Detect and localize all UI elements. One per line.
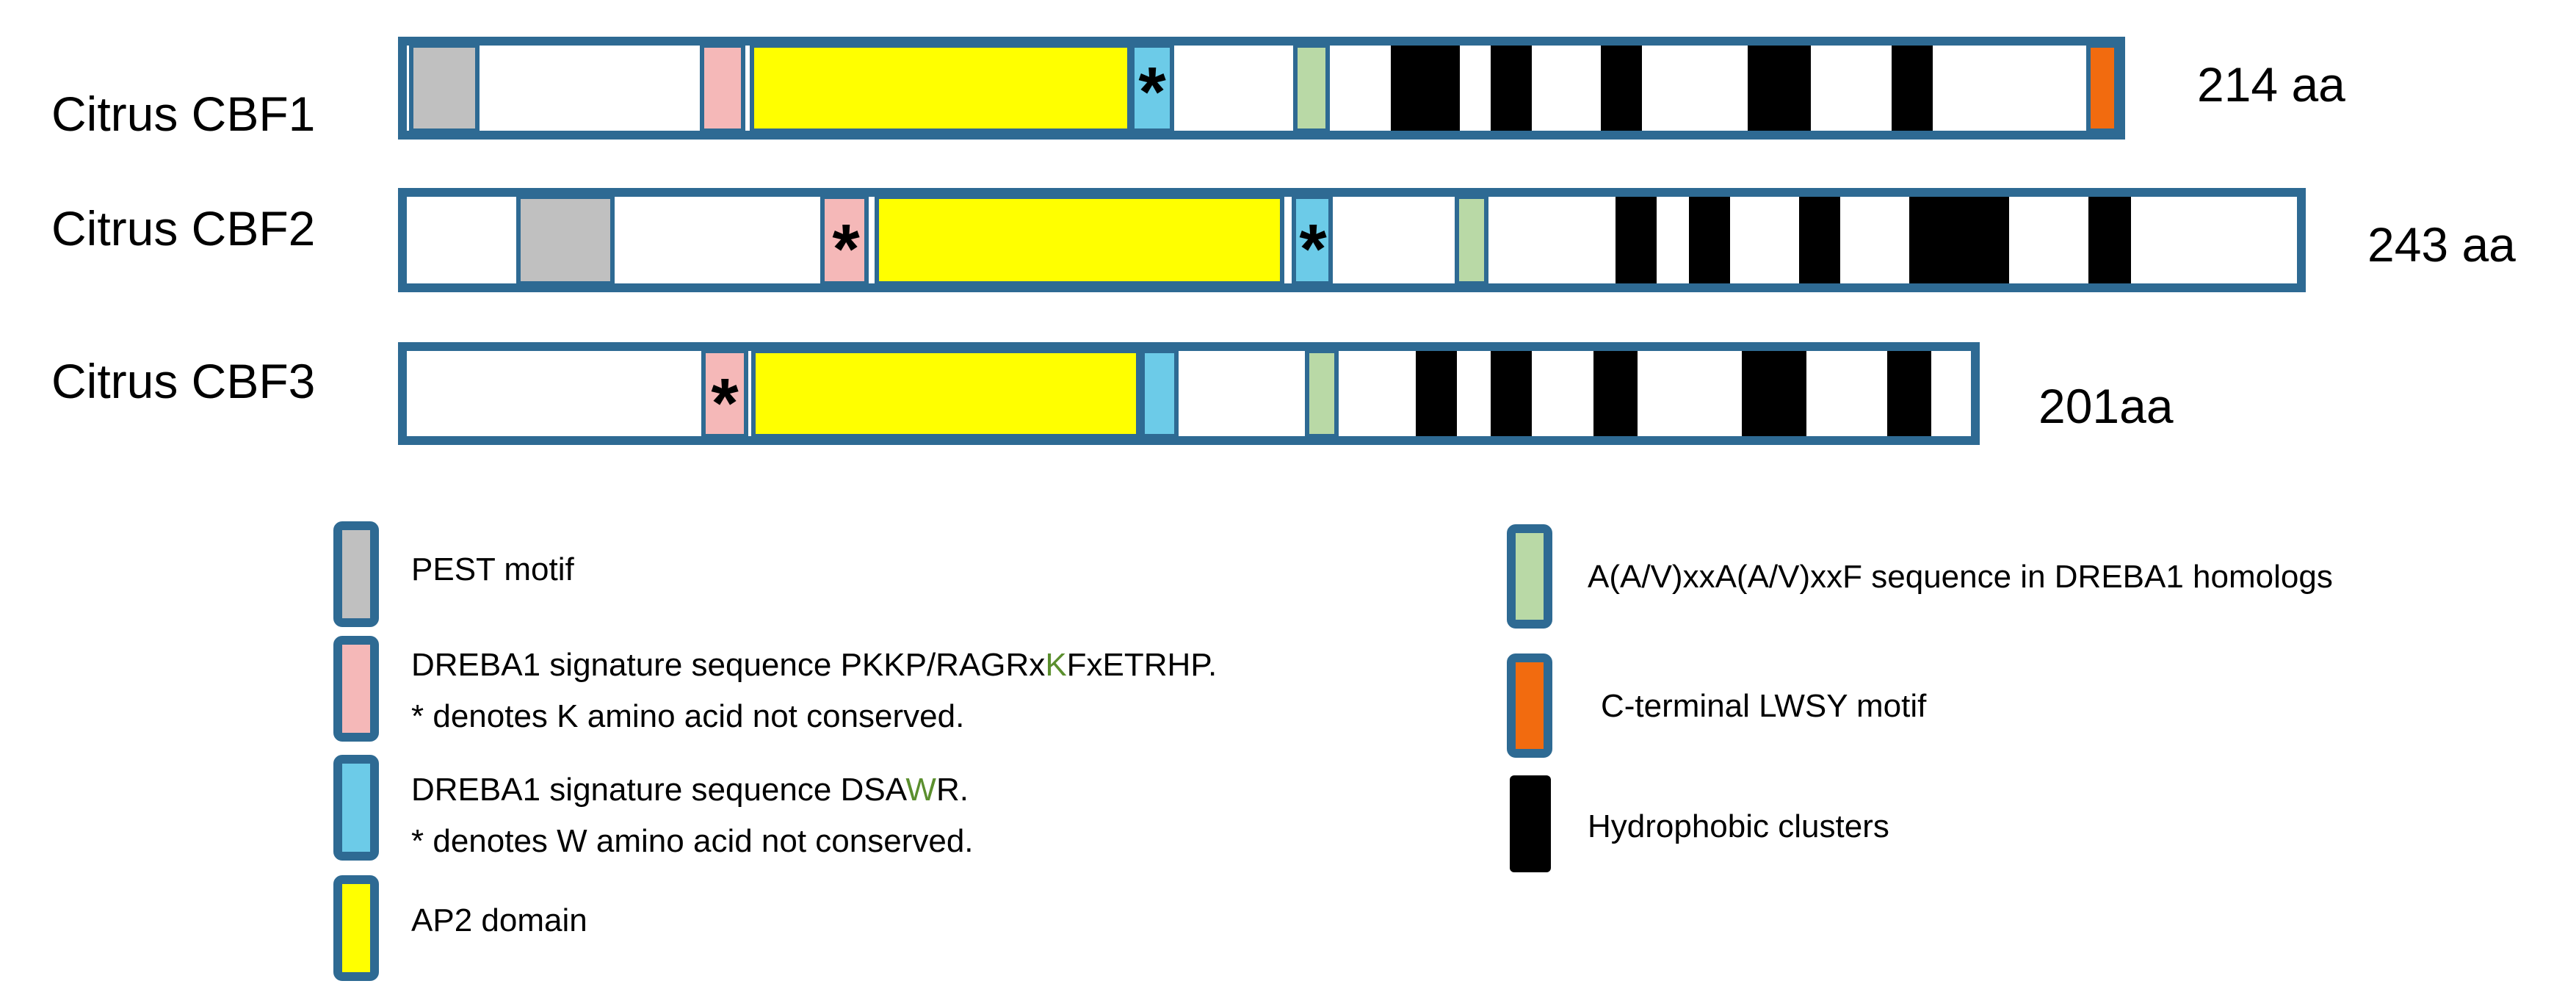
lwsy-swatch	[1507, 653, 1552, 758]
aav-motif-domain	[1455, 195, 1488, 286]
protein-cbf3: Citrus CBF3 * 201aa	[51, 342, 2174, 445]
lwsy-domain	[2086, 43, 2119, 133]
non-conserved-marker: *	[1299, 210, 1327, 289]
hydrophobic-cluster	[1416, 351, 1457, 436]
dreb-dsawr-domain	[1130, 43, 1174, 133]
protein-name: Citrus CBF1	[51, 87, 315, 141]
protein-length: 214 aa	[2197, 57, 2345, 112]
hydrophobic-cluster	[1689, 197, 1730, 283]
hydrophobic-cluster	[1742, 351, 1806, 436]
hydrophobic-cluster	[1799, 197, 1840, 283]
legend-item-dreb-pkkp: DREBA1 signature sequence PKKP/RAGRxKFxE…	[333, 636, 1217, 742]
legend-label: C-terminal LWSY motif	[1601, 688, 1927, 724]
protein-length: 243 aa	[2367, 217, 2516, 272]
non-conserved-marker: *	[1138, 53, 1166, 131]
hydrophobic-cluster	[1616, 197, 1657, 283]
protein-bar	[398, 188, 2306, 292]
ap2-domain	[751, 349, 1140, 438]
legend-label: PEST motif	[411, 551, 574, 587]
legend-item-ap2: AP2 domain	[333, 875, 587, 981]
legend-item-dreb-dsawr: DREBA1 signature sequence DSAWR. * denot…	[333, 755, 974, 861]
ap2-domain	[750, 43, 1132, 133]
legend-label: AP2 domain	[411, 902, 587, 938]
pest-domain	[409, 43, 480, 133]
protein-length: 201aa	[2038, 379, 2174, 433]
ap2-domain	[875, 195, 1284, 286]
legend-label: A(A/V)xxA(A/V)xxF sequence in DREBA1 hom…	[1588, 559, 2333, 595]
hydrophobic-swatch	[1510, 775, 1551, 872]
dreb-pkkp-domain	[820, 195, 869, 286]
aav-motif-domain	[1293, 43, 1330, 133]
legend-item-aav-motif: A(A/V)xxA(A/V)xxF sequence in DREBA1 hom…	[1507, 524, 2333, 629]
hydrophobic-cluster	[1391, 46, 1460, 131]
aav-motif-domain	[1305, 349, 1339, 438]
hydrophobic-cluster	[2088, 197, 2131, 283]
legend-note: * denotes K amino acid not conserved.	[411, 698, 964, 734]
dreb-pkkp-domain	[701, 349, 748, 438]
protein-cbf2: Citrus CBF2 * * 243 aa	[51, 188, 2516, 292]
protein-bar	[398, 37, 2125, 140]
hydrophobic-cluster	[1892, 46, 1933, 131]
protein-name: Citrus CBF3	[51, 354, 315, 408]
hydrophobic-cluster	[1491, 46, 1532, 131]
legend-note: * denotes W amino acid not conserved.	[411, 823, 974, 859]
hydrophobic-cluster	[1887, 351, 1931, 436]
hydrophobic-cluster	[1909, 197, 2009, 283]
legend: PEST motif DREBA1 signature sequence PKK…	[333, 521, 2333, 981]
non-conserved-marker: *	[711, 364, 739, 443]
hydrophobic-cluster	[1593, 351, 1638, 436]
protein-cbf1: Citrus CBF1 * 214 aa	[51, 37, 2345, 141]
ap2-swatch	[333, 875, 379, 981]
dreb-dsawr-domain	[1140, 349, 1179, 438]
hydrophobic-cluster	[1491, 351, 1532, 436]
legend-label: Hydrophobic clusters	[1588, 808, 1889, 844]
hydrophobic-cluster	[1748, 46, 1811, 131]
aav-motif-swatch	[1507, 524, 1552, 629]
pest-domain	[516, 195, 615, 286]
protein-name: Citrus CBF2	[51, 201, 315, 256]
legend-label: DREBA1 signature sequence DSAWR.	[411, 772, 969, 808]
dreb-dsawr-domain	[1292, 195, 1333, 286]
dreb-dsawr-swatch	[333, 755, 379, 861]
non-conserved-marker: *	[832, 210, 860, 289]
protein-bar	[398, 342, 1980, 445]
pest-swatch	[333, 521, 379, 627]
dreb-pkkp-swatch	[333, 636, 379, 742]
legend-label: DREBA1 signature sequence PKKP/RAGRxKFxE…	[411, 647, 1217, 683]
legend-item-lwsy: C-terminal LWSY motif	[1507, 653, 1927, 758]
legend-item-hydrophobic: Hydrophobic clusters	[1510, 775, 1889, 872]
legend-item-pest: PEST motif	[333, 521, 574, 627]
dreb-pkkp-domain	[700, 43, 745, 133]
hydrophobic-cluster	[1601, 46, 1642, 131]
